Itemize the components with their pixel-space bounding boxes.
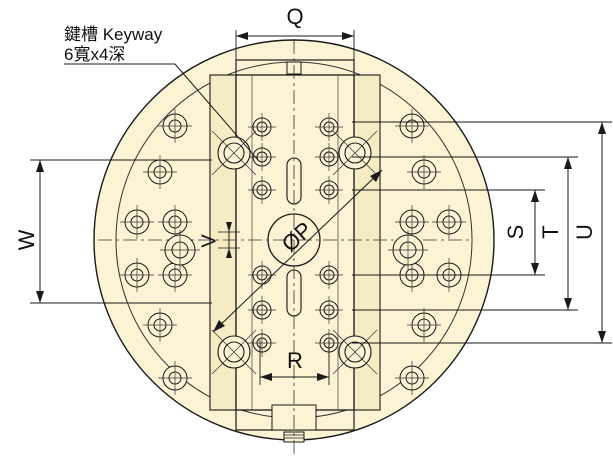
outer-bolt-hole	[432, 205, 466, 239]
large-counterbore-holes	[211, 130, 378, 375]
side-counterbore-hole	[388, 230, 428, 270]
large-counterbore-hole	[211, 329, 257, 375]
dimension-v-label: V	[198, 234, 220, 248]
outer-bolt-hole	[395, 109, 429, 143]
dimension-r-label: R	[287, 348, 303, 373]
outer-bolt-hole	[407, 308, 441, 342]
rail-bolt-hole	[248, 329, 276, 357]
outer-bolt-hole	[158, 109, 192, 143]
outer-bolt-hole	[120, 258, 154, 292]
rail-bolt-hole	[248, 261, 276, 289]
outer-bolt-hole	[120, 205, 154, 239]
side-counterbore-hole	[160, 230, 200, 270]
rail-bolt-hole	[248, 296, 276, 324]
large-counterbore-hole	[332, 130, 378, 176]
dimension-q-label: Q	[286, 4, 303, 29]
outer-bolt-hole	[158, 205, 192, 239]
outer-bolt-hole	[143, 308, 177, 342]
rail-bolt-hole	[248, 113, 276, 141]
rail-bolt-hole	[315, 176, 343, 204]
outer-bolt-hole	[395, 361, 429, 395]
keyway-callout-line2: 6寬x4深	[64, 45, 125, 64]
rail-bolt-hole	[248, 176, 276, 204]
outer-bolt-hole	[143, 155, 177, 189]
rail-bolt-hole	[315, 143, 343, 171]
dimension-u-label: U	[572, 224, 597, 240]
large-counterbore-hole	[211, 130, 257, 176]
bolt-hole-pattern	[120, 109, 466, 395]
dimension-s-label: S	[503, 225, 528, 240]
large-counterbore-hole	[332, 329, 378, 375]
outer-bolt-hole	[407, 155, 441, 189]
rail-bolt-hole	[248, 143, 276, 171]
dimension-t-label: T	[538, 225, 563, 238]
rail-bolt-hole	[315, 296, 343, 324]
outer-bolt-hole	[395, 205, 429, 239]
keyway-callout-line1: 鍵槽 Keyway	[64, 25, 163, 44]
dimension-w-label: W	[14, 229, 39, 250]
outer-bolt-hole	[158, 361, 192, 395]
rail-bolt-hole	[315, 261, 343, 289]
diameter-p-line	[212, 169, 383, 333]
